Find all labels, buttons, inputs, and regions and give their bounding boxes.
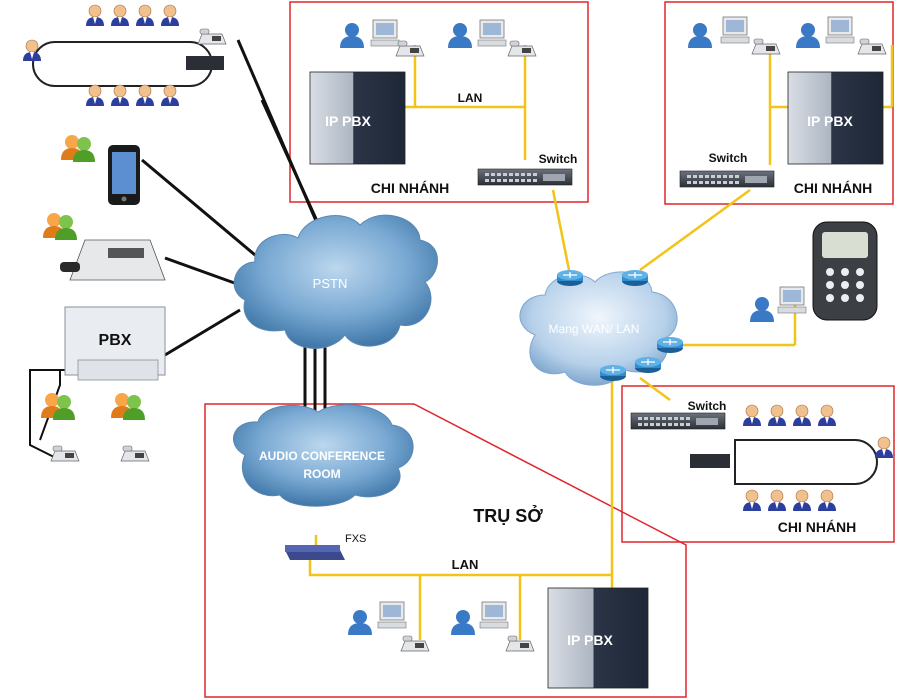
hq-group: FXS LAN TRỤ SỞ IP PBX	[285, 505, 649, 689]
branch3-group: Switch CHI NHÁNH	[630, 399, 894, 535]
router-icon	[556, 269, 584, 287]
phone-icon	[197, 28, 227, 45]
router-icon	[634, 356, 662, 374]
phone-icon	[507, 40, 537, 57]
switch-icon	[679, 170, 775, 188]
phone-icon	[400, 635, 430, 652]
computer-icon	[479, 601, 509, 629]
ip-pbx-label: IP PBX	[807, 113, 853, 129]
hq-frame	[204, 403, 687, 698]
phone-icon	[395, 40, 425, 57]
ip-pbx-label: IP PBX	[325, 113, 371, 129]
branch2-group: IP PBX Switch CHI NHÁNH	[679, 16, 887, 196]
lan-label: LAN	[458, 91, 483, 105]
user-icon	[451, 610, 475, 635]
lan-links	[308, 45, 894, 640]
user-icon	[348, 610, 372, 635]
phone-icon	[751, 38, 781, 55]
desk-phone-user-group	[43, 213, 166, 281]
switch-label: Switch	[539, 152, 578, 166]
user-icon	[796, 23, 820, 48]
pbx-group: PBX	[41, 306, 166, 462]
pbx-label: PBX	[99, 332, 132, 349]
hq-label: TRỤ SỞ	[473, 505, 543, 526]
computer-icon	[825, 16, 855, 44]
pstn-label: PSTN	[313, 276, 348, 291]
wan-cloud: Mạng WAN/ LAN	[519, 271, 678, 386]
ip-pbx-icon	[787, 71, 884, 165]
mobile-user-group	[61, 135, 140, 205]
computer-icon	[777, 286, 807, 314]
ip-pbx-label: IP PBX	[567, 632, 613, 648]
router-icon	[621, 269, 649, 287]
switch-icon	[477, 168, 573, 186]
fxs-label: FXS	[345, 533, 366, 545]
ip-phone-icon	[812, 221, 878, 321]
branch1-frame	[289, 1, 589, 203]
pstn-links	[29, 39, 327, 461]
people-icon	[41, 393, 75, 420]
chairperson-icon	[874, 436, 894, 459]
router-icon	[656, 336, 684, 354]
people-icon	[43, 213, 77, 240]
attendees-bottom	[85, 84, 180, 107]
left-conference-group	[22, 4, 227, 107]
conference-table-icon	[690, 439, 878, 485]
phone-icon	[50, 445, 80, 462]
fxs-gateway-icon	[285, 545, 345, 560]
branch1-group: IP PBX LAN Switch CHI NHÁNH	[309, 19, 578, 196]
user-icon	[340, 23, 364, 48]
pbx-icon	[64, 306, 166, 381]
branch3-frame	[621, 385, 895, 543]
router-icon	[599, 364, 627, 382]
user-icon	[750, 297, 774, 322]
ip-pbx-icon	[309, 71, 406, 165]
desk-phone-icon	[60, 239, 166, 281]
conference-cloud: AUDIO CONFERENCE ROOM	[233, 404, 414, 507]
mobile-phone-icon	[108, 145, 140, 205]
user-icon	[448, 23, 472, 48]
branch-label: CHI NHÁNH	[794, 180, 873, 196]
ip-pbx-icon	[547, 587, 649, 689]
attendees-top	[85, 4, 180, 27]
computer-icon	[370, 19, 400, 47]
user-icon	[688, 23, 712, 48]
people-icon	[111, 393, 145, 420]
attendees-bottom	[742, 489, 837, 512]
wan-label: Mạng WAN/ LAN	[549, 322, 640, 336]
pstn-cloud: PSTN	[233, 214, 438, 349]
switch-icon	[630, 412, 726, 430]
conference-label-line1: AUDIO CONFERENCE	[259, 449, 385, 463]
computer-icon	[477, 19, 507, 47]
switch-label: Switch	[688, 399, 727, 413]
switch-label: Switch	[709, 151, 748, 165]
conference-label-line2: ROOM	[303, 467, 340, 481]
people-icon	[61, 135, 95, 162]
computer-icon	[720, 16, 750, 44]
branch-label: CHI NHÁNH	[778, 519, 857, 535]
remote-user-group	[750, 221, 878, 322]
phone-icon	[120, 445, 150, 462]
attendees-top	[742, 404, 837, 427]
phone-icon	[857, 38, 887, 55]
branch-label: CHI NHÁNH	[371, 180, 450, 196]
computer-icon	[377, 601, 407, 629]
lan-label: LAN	[452, 557, 479, 572]
